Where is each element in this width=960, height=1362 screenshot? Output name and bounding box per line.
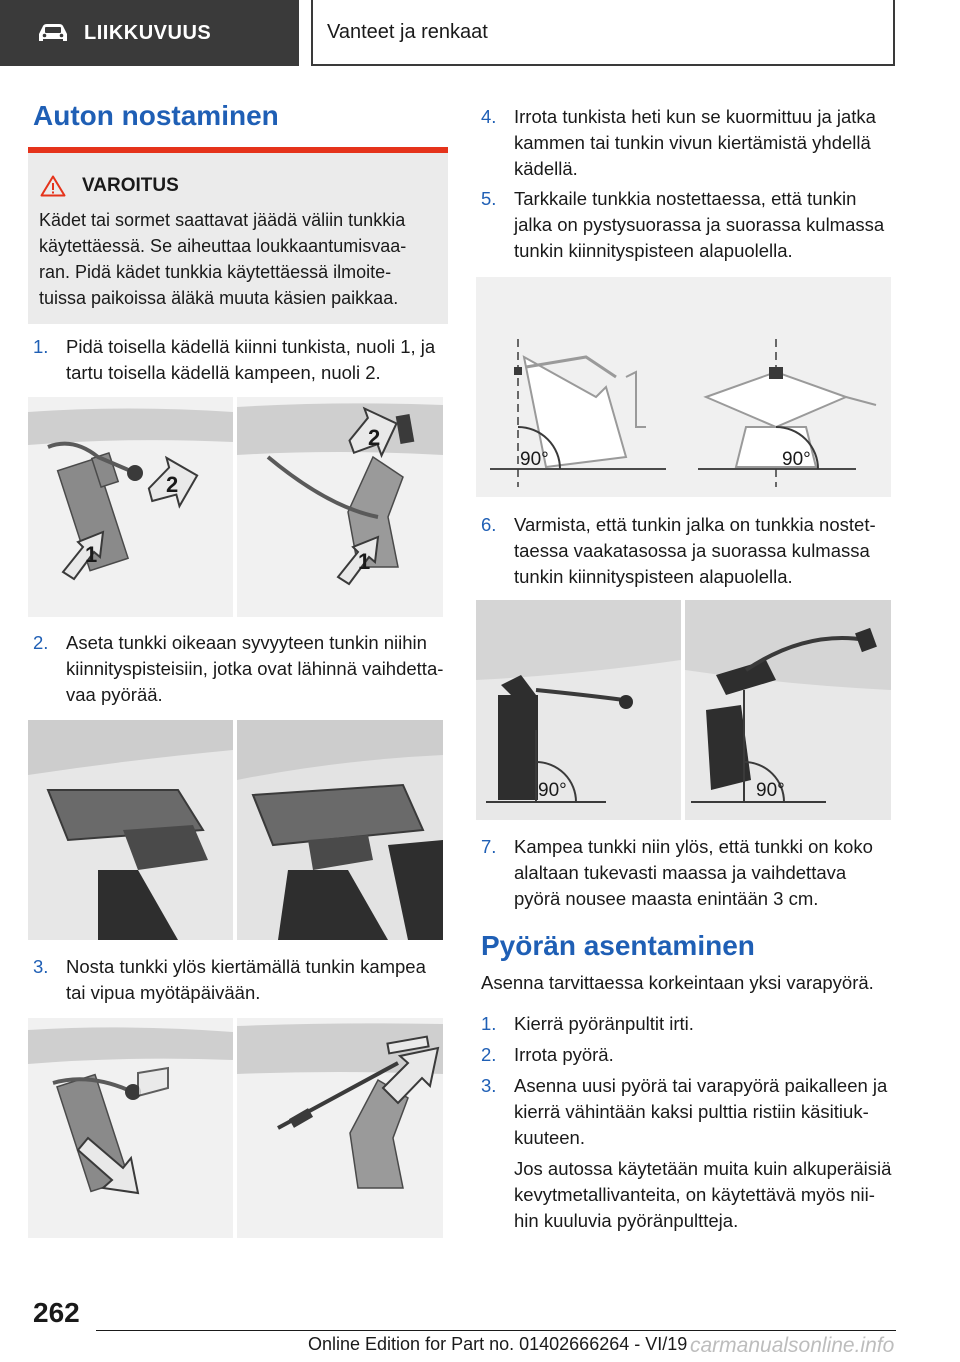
- intro-text: Asenna tarvittaessa korkeintaan yksi var…: [481, 972, 874, 993]
- step-3: 3. Nosta tunkki ylös kiertämällä tunkin …: [33, 954, 448, 1006]
- step-text: Nosta tunkki ylös kiertämällä tunkin kam…: [66, 956, 426, 1003]
- step-number: 3.: [33, 956, 49, 977]
- step-text: Asenna uusi pyörä tai varapyörä paikalle…: [514, 1075, 888, 1148]
- arrow-2-label: 2: [166, 472, 178, 497]
- warning-triangle-icon: [40, 175, 66, 197]
- step-1: 1. Pidä toisella kädellä kiinni tunkista…: [33, 334, 448, 386]
- step-text: Kierrä pyöränpultit irti.: [514, 1013, 694, 1034]
- step-text: Tarkkaile tunkkia nostettaessa, että tun…: [514, 188, 885, 261]
- step-6: 6. Varmista, että tunkin jalka on tunkki…: [481, 512, 896, 590]
- warning-box: VAROITUS Kädet tai sormet saattavat jääd…: [28, 147, 448, 324]
- step-5: 5. Tarkkaile tunkkia nostettaessa, että …: [481, 186, 896, 264]
- angle-label-level: 90°: [538, 780, 567, 801]
- angle-label-level-right: 90°: [756, 780, 785, 801]
- step-4: 4. Irrota tunkista heti kun se kuormittu…: [481, 104, 896, 182]
- page-number: 262: [33, 1297, 80, 1328]
- angle-label-right: 90°: [782, 449, 811, 470]
- arrow-1-label-right: 1: [358, 549, 370, 574]
- step-2: 2. Aseta tunkki oikeaan syvyyteen tunkin…: [33, 630, 448, 708]
- wheel-step-1: 1. Kierrä pyöränpultit irti.: [481, 1011, 896, 1037]
- step-number: 2.: [481, 1044, 497, 1065]
- step-number: 2.: [33, 632, 49, 653]
- footer-rule: [96, 1330, 896, 1331]
- step-number: 3.: [481, 1075, 497, 1096]
- step-number: 7.: [481, 836, 497, 857]
- step-text: Kampea tunkki niin ylös, että tunkki on …: [514, 836, 873, 909]
- angle-label: 90°: [520, 449, 549, 470]
- edition-text: Online Edition for Part no. 01402666264 …: [308, 1334, 688, 1354]
- figure-jack-placement: [28, 720, 443, 940]
- topic-label: Vanteet ja renkaat: [327, 20, 488, 43]
- step-number: 1.: [481, 1013, 497, 1034]
- step-number: 4.: [481, 106, 497, 127]
- step-text: Irrota pyörä.: [514, 1044, 614, 1065]
- wheel-step-3: 3. Asenna uusi pyörä tai varapyörä paika…: [481, 1073, 896, 1151]
- step-7: 7. Kampea tunkki niin ylös, että tunkki …: [481, 834, 896, 912]
- section-tab: LIIKKUVUUS: [0, 0, 299, 66]
- step-text: Varmista, että tunkin jalka on tunkkia n…: [514, 514, 876, 587]
- warning-text: Kädet tai sormet saattavat jäädä väliin …: [39, 210, 407, 308]
- arrow-2-label-right: 2: [368, 425, 380, 450]
- step-text: Pidä toisella kädellä kiinni tunkista, n…: [66, 336, 436, 383]
- figure-jack-angle: 90° 90°: [476, 277, 891, 497]
- step-number: 5.: [481, 188, 497, 209]
- step-number: 6.: [481, 514, 497, 535]
- step-text: Aseta tunkki oikeaan syvyyteen tunkin ni…: [66, 632, 444, 705]
- note-text: Jos autossa käytetään muita kuin alkuper…: [514, 1158, 892, 1231]
- car-icon: [39, 24, 67, 41]
- step-text: Irrota tunkista heti kun se kuormittuu j…: [514, 106, 876, 179]
- section-label: LIIKKUVUUS: [84, 21, 212, 44]
- section-title-wheel: Pyörän asentaminen: [481, 930, 755, 961]
- warning-label: VAROITUS: [82, 175, 179, 196]
- wheel-step-2: 2. Irrota pyörä.: [481, 1042, 896, 1068]
- figure-jack-level: 90° 90°: [476, 600, 891, 820]
- arrow-1-label: 1: [85, 542, 97, 567]
- watermark: carmanualsonline.info: [690, 1334, 895, 1357]
- topic-header: Vanteet ja renkaat: [311, 0, 895, 66]
- figure-jack-grip: 1 2 1 2: [28, 397, 443, 617]
- page-title: Auton nostaminen: [33, 100, 279, 131]
- figure-jack-crank: [28, 1018, 443, 1238]
- warning-heading: VAROITUS: [40, 175, 434, 197]
- step-number: 1.: [33, 336, 49, 357]
